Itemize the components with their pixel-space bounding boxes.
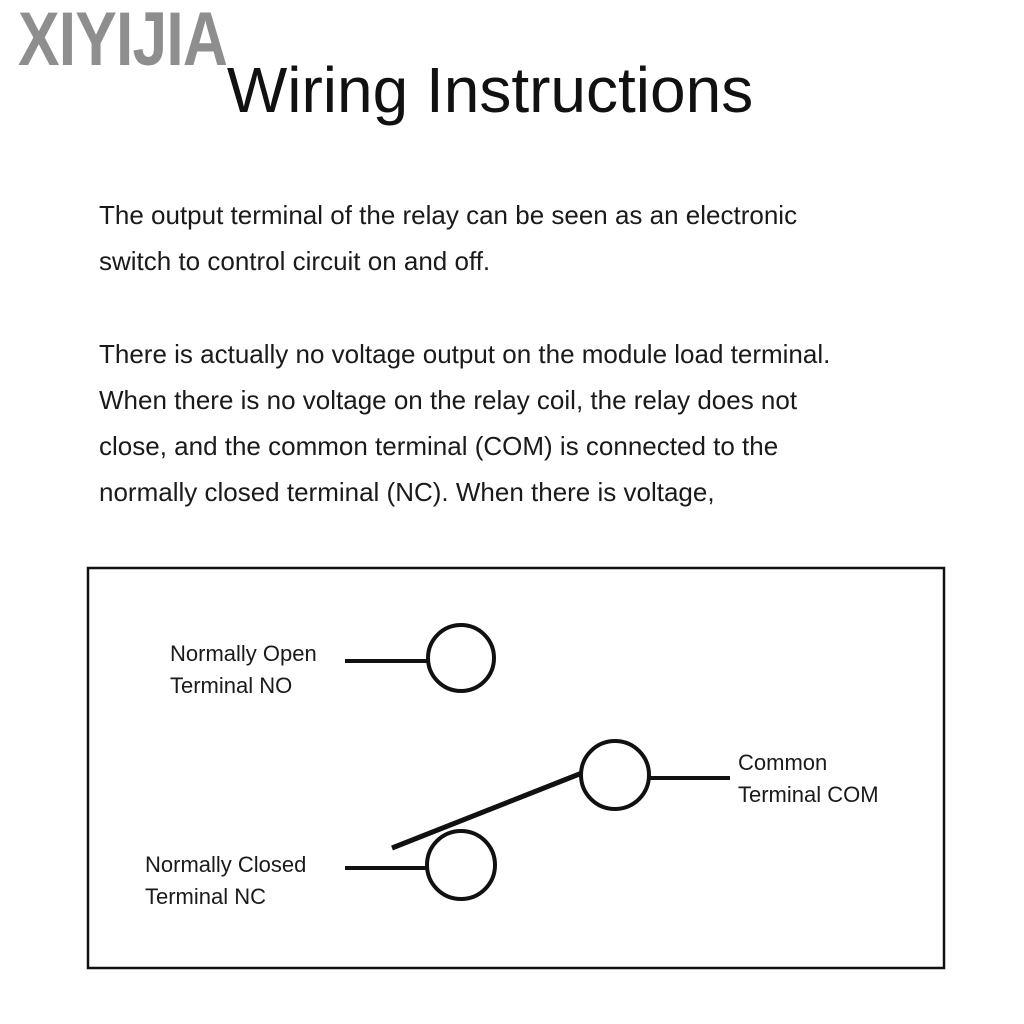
diagram-frame xyxy=(86,566,946,970)
brand-logo: XIYIJIA xyxy=(18,0,228,82)
text-line: normally closed terminal (NC). When ther… xyxy=(99,477,715,507)
no-terminal xyxy=(426,623,496,693)
text-line: close, and the common terminal (COM) is … xyxy=(99,431,779,461)
text-line: There is actually no voltage output on t… xyxy=(99,339,831,369)
paragraph-details: There is actually no voltage output on t… xyxy=(99,331,830,515)
label-line: Normally Open xyxy=(170,641,317,666)
paragraph-intro: The output terminal of the relay can be … xyxy=(99,192,797,284)
nc-terminal xyxy=(425,829,497,901)
label-line: Terminal NC xyxy=(145,884,267,909)
label-line: Common xyxy=(738,750,828,775)
label-line: Normally Closed xyxy=(145,852,307,877)
page-title: Wiring Instructions xyxy=(226,54,754,126)
text-line: When there is no voltage on the relay co… xyxy=(99,385,798,415)
com-terminal xyxy=(579,739,651,811)
label-line: Terminal NO xyxy=(170,673,293,698)
nc-label: Normally Closed Terminal NC xyxy=(145,849,306,913)
label-line: Terminal COM xyxy=(738,782,879,807)
com-label: Common Terminal COM xyxy=(738,747,879,811)
switch-lever xyxy=(391,770,583,851)
text-line: switch to control circuit on and off. xyxy=(99,246,491,276)
no-label: Normally Open Terminal NO xyxy=(170,638,317,702)
text-line: The output terminal of the relay can be … xyxy=(99,200,798,230)
